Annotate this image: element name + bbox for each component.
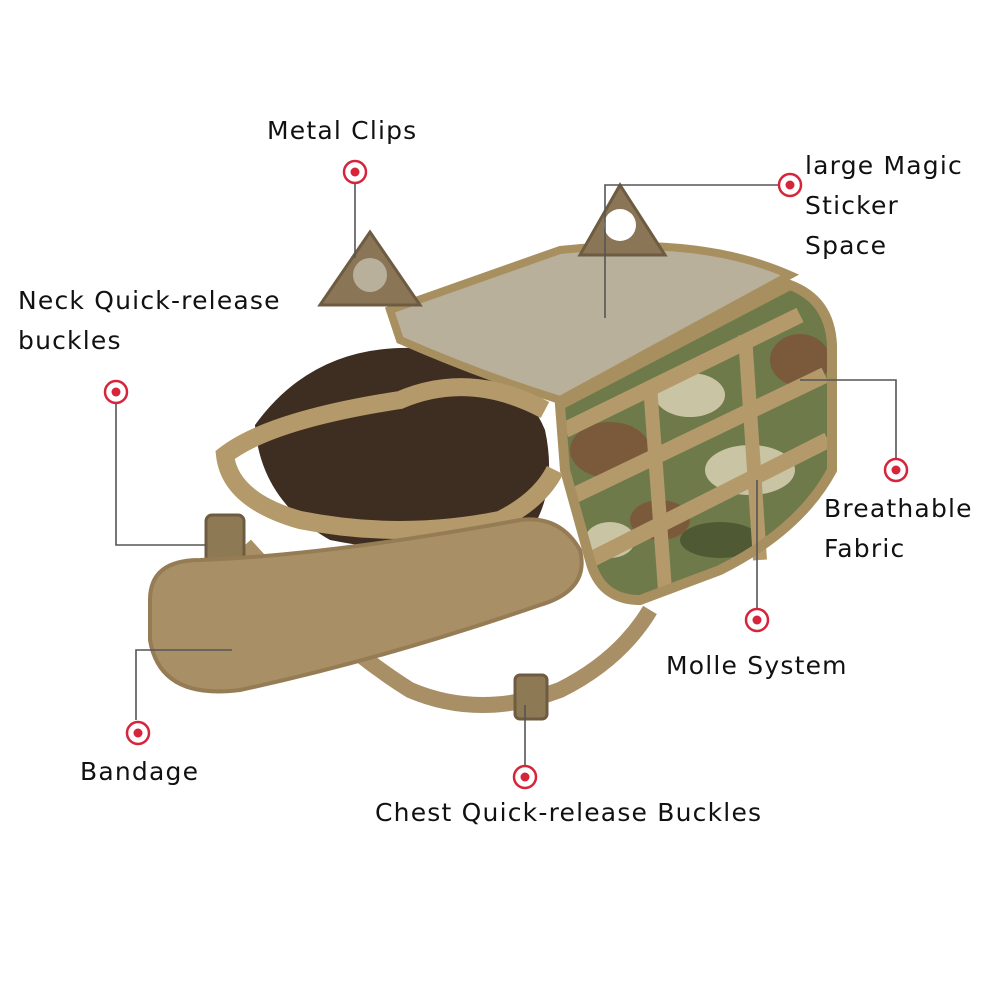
label-metal-clips: Metal Clips (267, 111, 417, 151)
marker-chest-buckles (512, 764, 538, 790)
label-molle-system: Molle System (666, 646, 848, 686)
label-line: Metal Clips (267, 116, 418, 145)
label-line: Neck Quick-release (18, 286, 281, 315)
label-neck-buckles: Neck Quick-release buckles (18, 281, 281, 361)
marker-molle-system (744, 607, 770, 633)
marker-neck-buckles (103, 379, 129, 405)
leader-lines (115, 184, 897, 765)
label-line: Breathable (824, 494, 973, 523)
marker-magic-sticker (777, 172, 803, 198)
marker-metal-clips (342, 159, 368, 185)
metal-clip-right (577, 182, 668, 257)
mesh-lining (255, 347, 550, 552)
label-magic-sticker: large Magic Sticker Space (805, 146, 963, 266)
label-line: Fabric (824, 534, 906, 563)
label-line: Space (805, 231, 888, 260)
neck-buckle (204, 513, 246, 565)
label-line: large Magic (805, 151, 963, 180)
label-line: buckles (18, 326, 122, 355)
label-line: Molle System (666, 651, 848, 680)
metal-clip-left (317, 229, 423, 307)
label-bandage: Bandage (80, 752, 199, 792)
label-chest-buckles: Chest Quick-release Buckles (375, 793, 762, 833)
label-breathable-fabric: Breathable Fabric (824, 489, 973, 569)
label-line: Chest Quick-release Buckles (375, 798, 763, 827)
marker-breathable-fabric (883, 457, 909, 483)
neck-strap (215, 378, 564, 539)
marker-bandage (125, 720, 151, 746)
label-line: Bandage (80, 757, 200, 786)
camo-side-panel (554, 279, 837, 606)
chest-buckle (513, 673, 549, 721)
padded-bandage (148, 517, 584, 694)
label-line: Sticker (805, 191, 900, 220)
